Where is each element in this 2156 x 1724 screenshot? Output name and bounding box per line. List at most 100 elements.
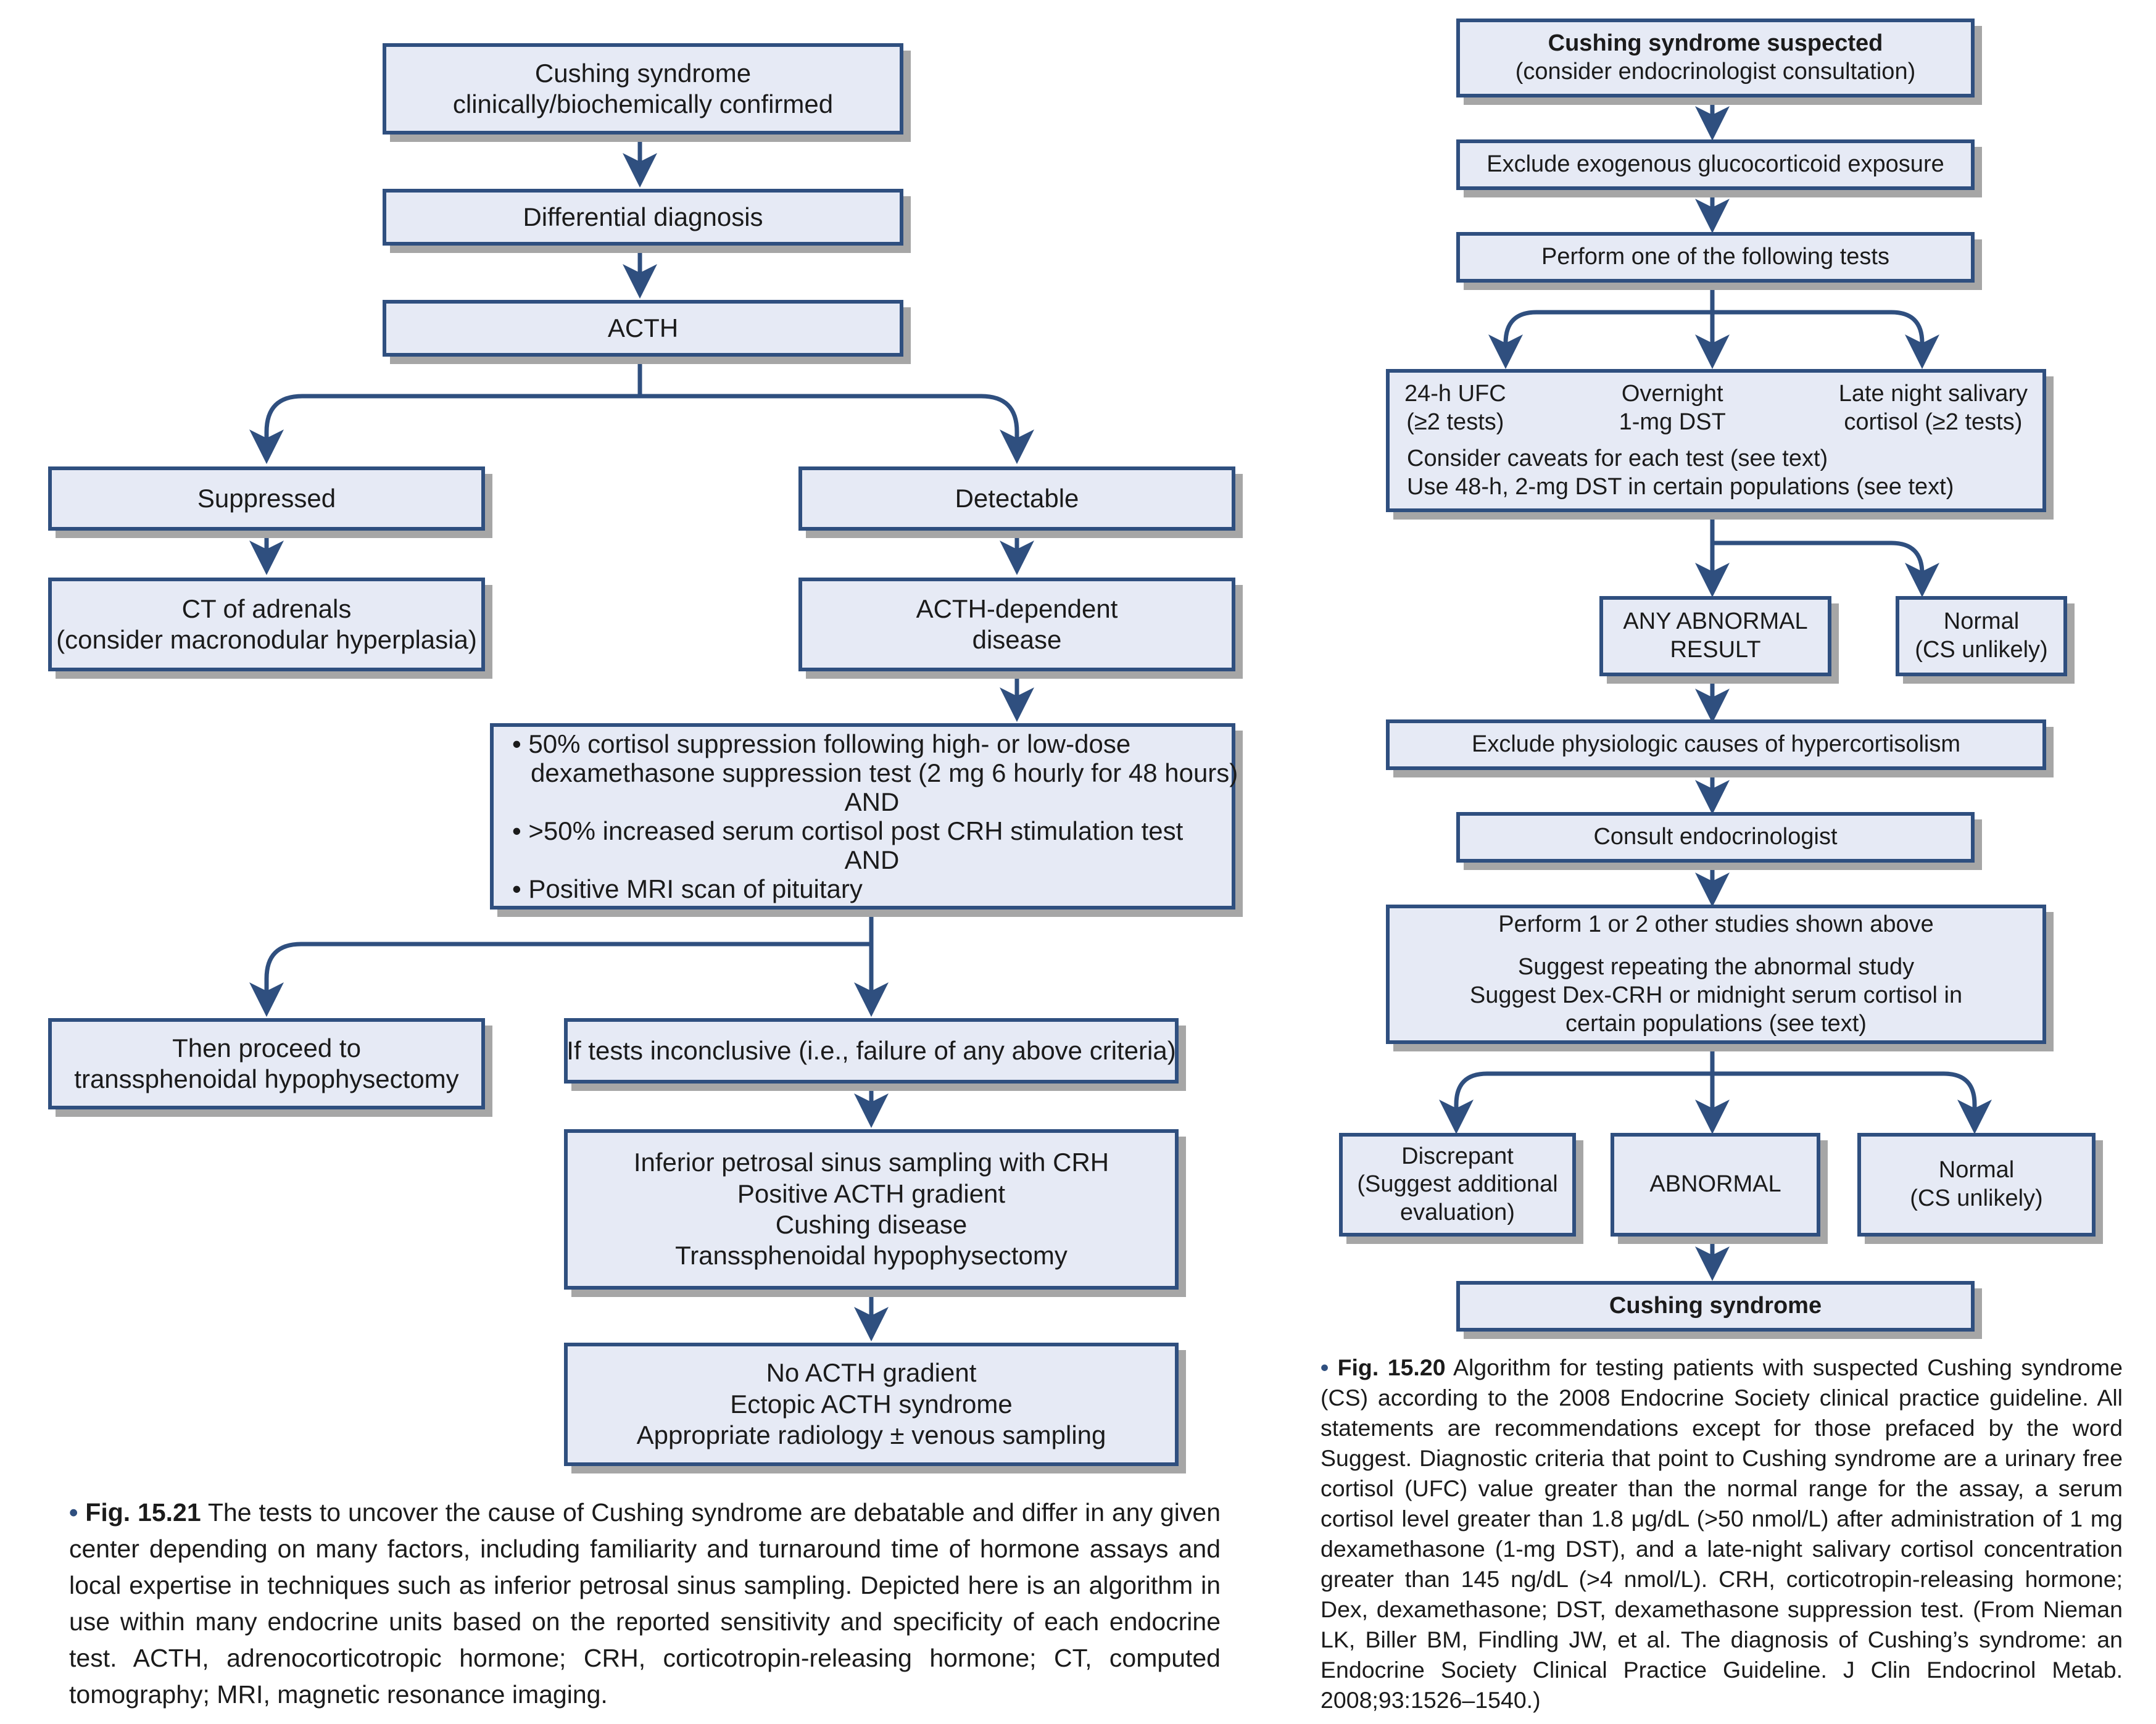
box-perform-other-studies: Perform 1 or 2 other studies shown above… [1386,905,2046,1044]
box-line: clinically/biochemically confirmed [452,89,834,118]
box-line: Consult endocrinologist [1593,824,1838,850]
box-line: transsphenoidal hypophysectomy [74,1064,459,1093]
box-line: (CS unlikely) [1915,637,2048,663]
test-line: (≥2 tests) [1406,408,1504,435]
box-line: Perform 1 or 2 other studies shown above [1498,911,1934,937]
box-exclude-physiologic: Exclude physiologic causes of hypercorti… [1386,719,2046,770]
box-line: disease [972,625,1062,654]
box-exclude-exogenous: Exclude exogenous glucocorticoid exposur… [1456,139,1975,190]
box-line: Exclude exogenous glucocorticoid exposur… [1486,151,1944,178]
arrow-acth-to-suppressed [249,394,640,464]
test-line: Overnight [1621,381,1723,407]
arrow-acth-to-detectable [640,394,1034,464]
caption-fig-15-20: • Fig. 15.20 Algorithm for testing patie… [1321,1353,2123,1715]
box-line: Transsphenoidal hypophysectomy [675,1241,1068,1270]
box-detectable: Detectable [798,466,1235,531]
box-line: Cushing disease [775,1210,968,1239]
box-line: Ectopic ACTH syndrome [730,1389,1013,1419]
criteria-line: • >50% increased serum cortisol post CRH… [512,816,1184,845]
caption-figure-label: Fig. 15.21 [85,1498,201,1527]
box-consult-endocrinologist: Consult endocrinologist [1456,812,1975,863]
box-line: ACTH [607,313,679,342]
tests-notes: Consider caveats for each test (see text… [1390,436,2042,501]
tests-note: Consider caveats for each test (see text… [1407,446,1828,472]
caption-bullet: • [69,1498,78,1527]
box-line: Suppressed [197,483,336,513]
caption-bullet: • [1321,1354,1329,1380]
box-screening-tests: 24-h UFC (≥2 tests) Overnight 1-mg DST L… [1386,369,2046,512]
box-abnormal: ABNORMAL [1611,1133,1820,1237]
box-cushing-suspected: Cushing syndrome suspected (consider end… [1456,19,1975,97]
criteria-line: dexamethasone suppression test (2 mg 6 h… [531,758,1238,787]
box-tests-inconclusive: If tests inconclusive (i.e., failure of … [564,1018,1179,1084]
box-line: Suggest repeating the abnormal study [1517,954,1915,980]
box-no-acth-gradient: No ACTH gradient Ectopic ACTH syndrome A… [564,1343,1179,1466]
box-line: Suggest Dex-CRH or midnight serum cortis… [1469,982,1963,1008]
box-cushing-syndrome: Cushing syndrome [1456,1281,1975,1332]
box-acth: ACTH [383,300,903,357]
box-line: Positive ACTH gradient [737,1179,1006,1208]
box-line: Discrepant [1401,1143,1514,1169]
box-line: (consider endocrinologist consultation) [1515,59,1916,85]
criteria-and: AND [844,845,900,875]
box-cushing-confirmed: Cushing syndrome clinically/biochemicall… [383,43,903,135]
caption-fig-15-21: • Fig. 15.21 The tests to uncover the ca… [69,1494,1221,1713]
box-line: Perform one of the following tests [1541,244,1889,270]
arrow-perform-other-to-normal [1712,1071,1992,1134]
tests-columns: 24-h UFC (≥2 tests) Overnight 1-mg DST L… [1390,373,2042,436]
test-line: Late night salivary [1838,381,2028,407]
arrow-criteria-to-proceed [249,942,871,1017]
caption-text: Algorithm for testing patients with susp… [1321,1354,2123,1713]
box-line: certain populations (see text) [1565,1010,1867,1037]
box-line: (consider macronodular hyperplasia) [56,625,477,654]
box-line: Cushing syndrome [534,58,752,88]
box-line: (CS unlikely) [1910,1185,2043,1211]
test-line: cortisol (≥2 tests) [1844,408,2023,435]
box-line: Appropriate radiology ± venous sampling [636,1420,1106,1450]
criteria-line: • Positive MRI scan of pituitary [512,874,863,904]
test-line: 1-mg DST [1619,408,1726,435]
box-normal-cs-unlikely: Normal (CS unlikely) [1896,596,2067,676]
box-line: ABNORMAL [1649,1171,1781,1198]
arrow-perform-to-tests-left [1488,310,1712,369]
criteria-and: AND [844,787,900,816]
box-line: RESULT [1670,637,1761,663]
box-ipss: Inferior petrosal sinus sampling with CR… [564,1129,1179,1290]
box-line: Exclude physiologic causes of hypercorti… [1471,731,1961,758]
box-proceed-hypophysectomy: Then proceed to transsphenoidal hypophys… [48,1018,485,1109]
box-any-abnormal-result: ANY ABNORMAL RESULT [1599,596,1831,676]
caption-text: The tests to uncover the cause of Cushin… [69,1498,1221,1709]
box-line: No ACTH gradient [766,1358,977,1388]
box-line: evaluation) [1400,1199,1515,1225]
box-criteria: • 50% cortisol suppression following hig… [490,723,1238,910]
box-line: Then proceed to [172,1033,361,1063]
box-line: Normal [1943,608,2020,635]
box-line: CT of adrenals [181,594,352,623]
caption-figure-label: Fig. 15.20 [1337,1354,1446,1380]
box-normal-final: Normal (CS unlikely) [1857,1133,2096,1237]
test-late-night-salivary: Late night salivary cortisol (≥2 tests) [1839,380,2028,436]
box-perform-tests: Perform one of the following tests [1456,232,1975,283]
box-acth-dependent: ACTH-dependent disease [798,578,1235,671]
test-overnight-dst: Overnight 1-mg DST [1619,380,1726,436]
arrow-perform-other-to-discrepant [1439,1071,1712,1134]
test-24h-ufc: 24-h UFC (≥2 tests) [1404,380,1506,436]
box-line: (Suggest additional [1357,1171,1558,1198]
test-line: 24-h UFC [1404,381,1506,407]
box-line: Cushing syndrome [1609,1293,1822,1319]
box-ct-adrenals: CT of adrenals (consider macronodular hy… [48,578,485,671]
box-discrepant: Discrepant (Suggest additional evaluatio… [1339,1133,1576,1237]
box-line: If tests inconclusive (i.e., failure of … [566,1035,1176,1065]
box-line: Normal [1938,1157,2015,1183]
box-line: Differential diagnosis [523,202,763,231]
arrow-tests-to-normal [1712,541,1939,597]
box-line: ACTH-dependent [916,594,1118,623]
box-line: ANY ABNORMAL [1623,608,1808,635]
box-differential-diagnosis: Differential diagnosis [383,189,903,246]
criteria-line: • 50% cortisol suppression following hig… [512,729,1131,758]
box-line: Inferior petrosal sinus sampling with CR… [633,1148,1109,1177]
tests-note: Use 48-h, 2-mg DST in certain population… [1407,473,1954,500]
arrow-perform-to-tests-right [1712,310,1939,369]
